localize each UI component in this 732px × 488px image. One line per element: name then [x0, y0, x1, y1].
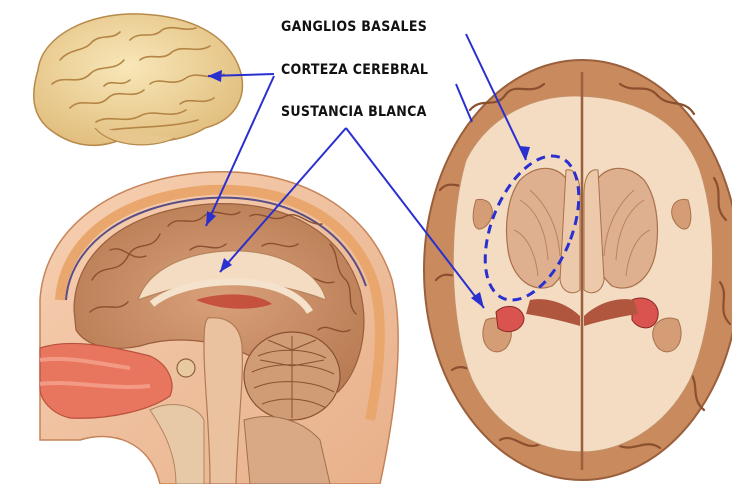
label-cerebral-cortex: CORTEZA CEREBRAL: [281, 62, 428, 78]
sagittal-head-section: [40, 172, 398, 484]
label-white-matter: SUSTANCIA BLANCA: [281, 104, 427, 120]
axial-brain-section: [424, 60, 732, 480]
label-basal-ganglia: GANGLIOS BASALES: [281, 19, 427, 35]
pointer-cortex-axial: [456, 84, 472, 122]
external-brain-illustration: [34, 14, 243, 145]
